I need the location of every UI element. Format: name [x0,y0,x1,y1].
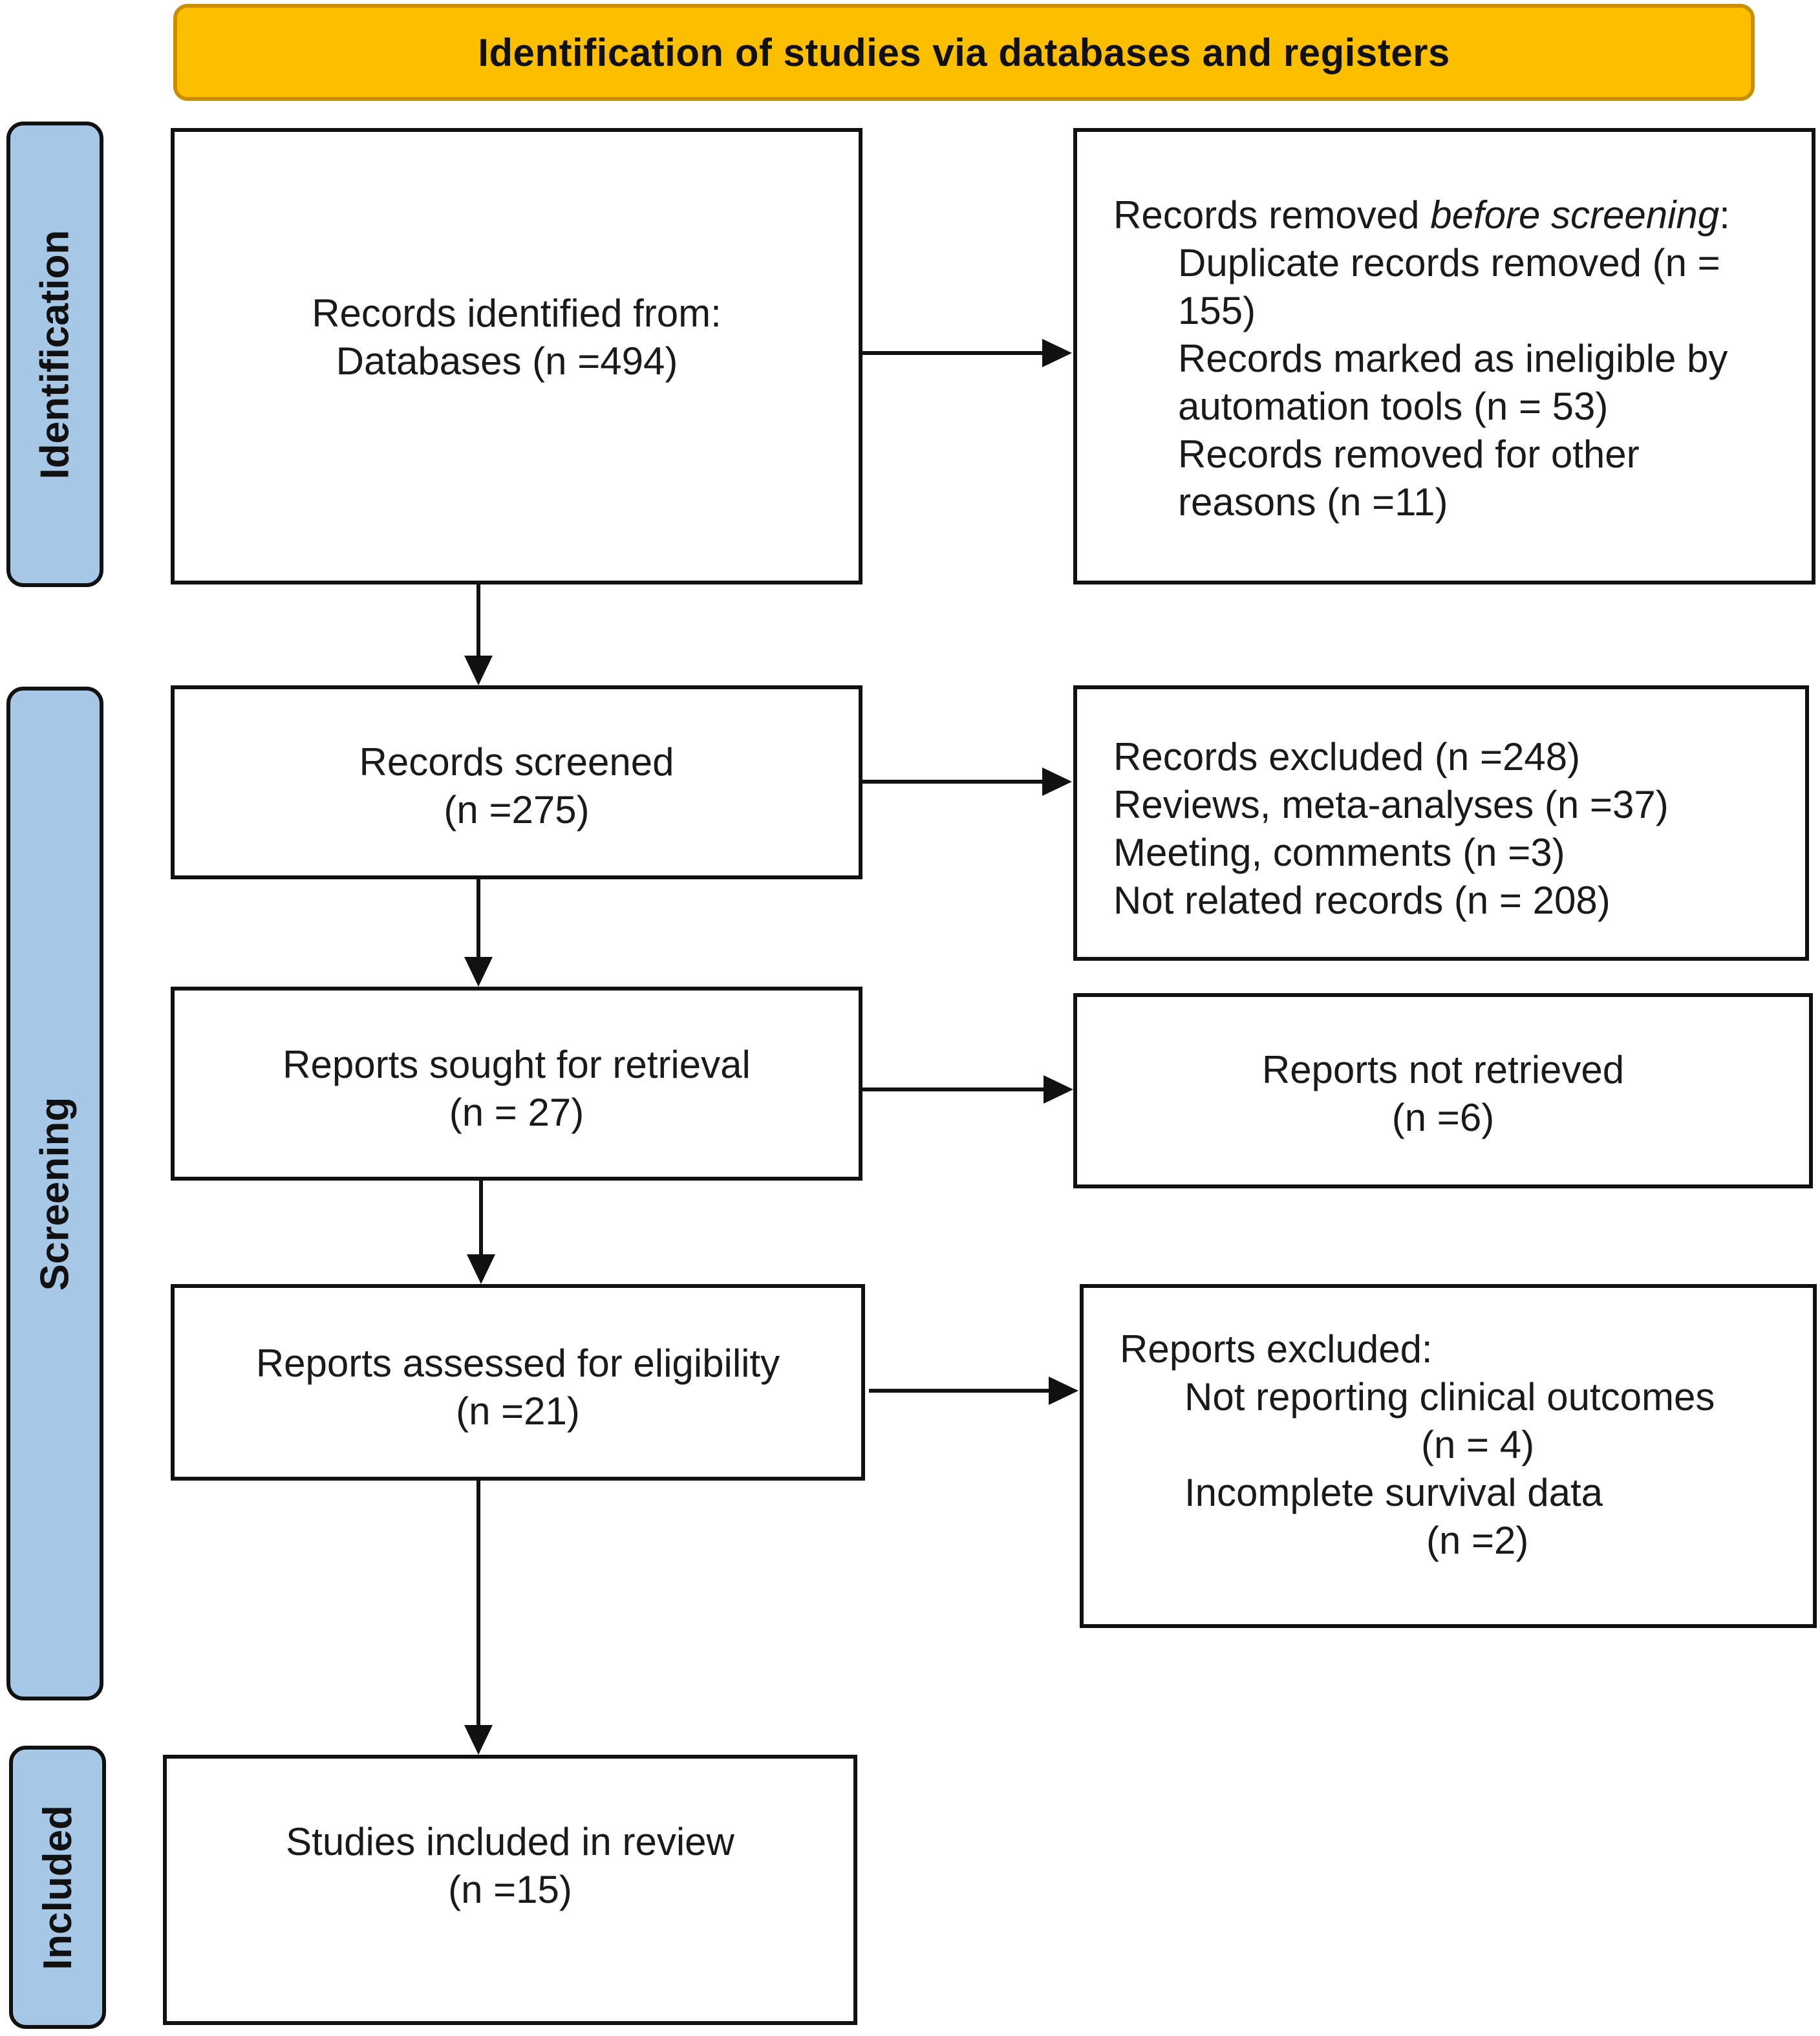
box-records-excluded: Records excluded (n =248) Reviews, meta-… [1073,685,1809,961]
box-records-identified: Records identified from: Databases (n =4… [171,128,862,584]
removed-duplicate-2: 155) [1178,289,1256,332]
reports-excluded-reason2-n: (n =2) [1426,1519,1529,1562]
included-line2: (n =15) [448,1868,572,1911]
phase-screening-label: Screening [32,1097,78,1291]
screened-line1: Records screened [359,740,674,784]
assessed-line2: (n =21) [456,1389,580,1433]
phase-included: Included [9,1746,106,2029]
removed-heading-italic: before screening [1430,193,1720,237]
not-retrieved-line1: Reports not retrieved [1261,1048,1625,1091]
removed-duplicate-1: Duplicate records removed (n = [1178,241,1720,284]
arrow-screened-to-excluded-line [862,780,1044,784]
phase-screening: Screening [6,687,103,1700]
arrow-assessed-to-included-head [464,1725,493,1755]
box-records-removed: Records removed before screening: Duplic… [1073,128,1815,584]
arrow-sought-to-assessed-line [479,1181,483,1256]
box-reports-assessed: Reports assessed for eligibility (n =21) [171,1284,865,1481]
excluded-line4: Not related records (n = 208) [1113,879,1611,922]
identified-line2: Databases (n =494) [336,339,678,383]
excluded-line3: Meeting, comments (n =3) [1113,831,1565,874]
removed-other-2: reasons (n =11) [1178,480,1448,524]
arrow-assessed-to-excluded-head [1049,1377,1078,1405]
arrow-screened-to-sought-head [464,957,493,987]
arrow-identified-to-removed-head [1042,339,1072,367]
screened-line2: (n =275) [444,788,590,831]
excluded-line2: Reviews, meta-analyses (n =37) [1113,783,1669,826]
arrow-screened-to-excluded-head [1042,767,1072,796]
arrow-screened-to-sought-line [476,879,480,958]
reports-excluded-reason1-n: (n = 4) [1421,1423,1535,1466]
excluded-line1: Records excluded (n =248) [1113,735,1581,778]
header-title: Identification of studies via databases … [478,30,1450,74]
phase-identification-label: Identification [32,230,78,479]
not-retrieved-line2: (n =6) [1391,1096,1495,1139]
box-reports-sought: Reports sought for retrieval (n = 27) [171,987,862,1181]
header-identification-banner: Identification of studies via databases … [173,4,1755,101]
box-studies-included: Studies included in review (n =15) [163,1755,857,2025]
phase-included-label: Included [35,1805,80,1970]
reports-excluded-reason1: Not reporting clinical outcomes [1184,1375,1715,1419]
assessed-line1: Reports assessed for eligibility [255,1342,780,1385]
removed-ineligible-2: automation tools (n = 53) [1178,385,1609,428]
phase-identification: Identification [6,122,103,587]
arrow-sought-to-assessed-head [467,1254,495,1284]
removed-heading: Records removed before screening: [1113,193,1730,237]
removed-ineligible-1: Records marked as ineligible by [1178,337,1728,380]
arrow-sought-to-not-retrieved-head [1044,1075,1073,1104]
arrow-identified-to-removed-line [862,351,1044,355]
reports-excluded-title: Reports excluded: [1120,1327,1433,1371]
sought-line2: (n = 27) [449,1091,584,1134]
box-records-screened: Records screened (n =275) [171,685,862,879]
included-line1: Studies included in review [286,1820,734,1863]
box-reports-not-retrieved: Reports not retrieved (n =6) [1073,993,1813,1188]
arrow-identified-to-screened-head [464,656,493,685]
box-reports-excluded: Reports excluded: Not reporting clinical… [1080,1284,1817,1628]
identified-line1: Records identified from: [312,292,722,335]
reports-excluded-reason2: Incomplete survival data [1184,1471,1603,1514]
arrow-assessed-to-included-line [476,1481,480,1726]
arrow-identified-to-screened-line [476,584,480,657]
sought-line1: Reports sought for retrieval [283,1043,751,1086]
removed-other-1: Records removed for other [1178,433,1640,476]
arrow-sought-to-not-retrieved-line [862,1088,1045,1091]
arrow-assessed-to-excluded-line [869,1389,1050,1393]
